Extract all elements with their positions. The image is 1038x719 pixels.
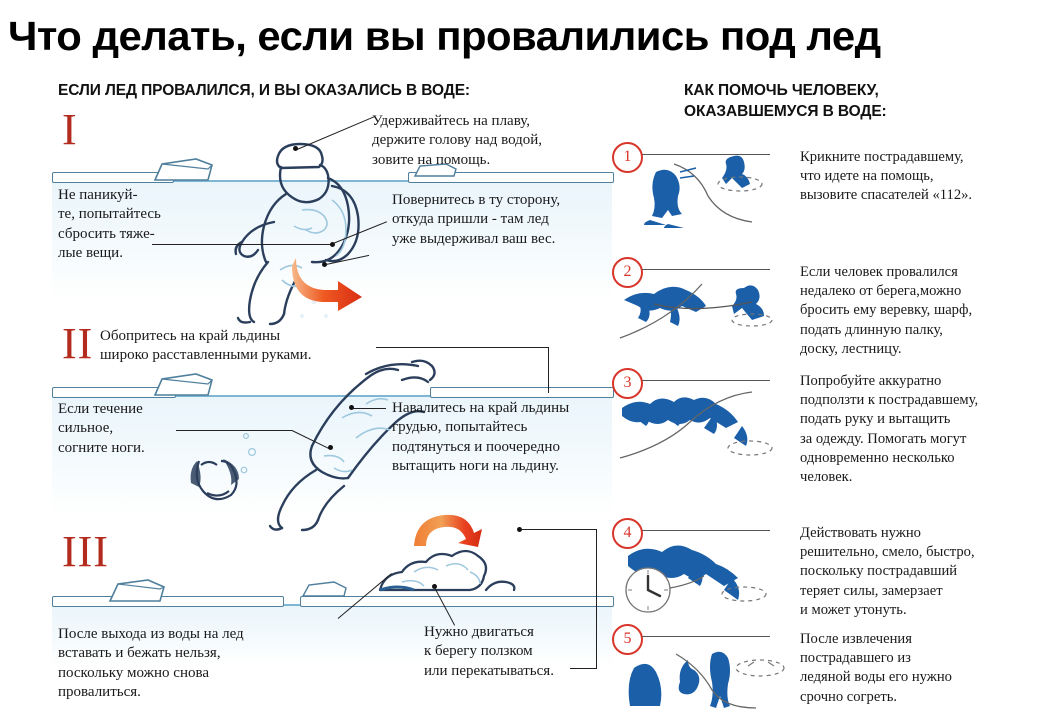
clock-icon bbox=[625, 567, 671, 613]
ice-chunk-3b bbox=[301, 581, 347, 597]
leader-dot-1c bbox=[322, 262, 327, 267]
step-1-illustration bbox=[644, 155, 763, 228]
ice-slab-right-1 bbox=[408, 172, 614, 183]
note-1-1: Не паникуй- те, попытайтесь сбросить тяж… bbox=[58, 187, 161, 262]
ice-chunk-1 bbox=[153, 158, 213, 181]
ice-slab-right-2 bbox=[430, 387, 614, 398]
leader-dot-1a bbox=[293, 146, 298, 151]
step-rule-3 bbox=[642, 380, 770, 382]
note-3-2: Нужно двигаться к берегу ползком или пер… bbox=[424, 624, 554, 679]
section-numeral-3: III bbox=[62, 527, 109, 576]
leader-line-1a bbox=[152, 244, 332, 245]
floating-object-icon bbox=[190, 459, 239, 501]
person-on-ice-edge-icon bbox=[268, 359, 436, 532]
leader-line-3d bbox=[570, 668, 596, 669]
note-2-1: Обопритесь на край льдины широко расстав… bbox=[100, 328, 312, 364]
step-4-illustration bbox=[625, 545, 767, 613]
leader-line-2d bbox=[376, 347, 548, 348]
curved-arrow-icon bbox=[292, 258, 362, 311]
step-2-illustration bbox=[619, 283, 773, 339]
water-area-3 bbox=[52, 605, 612, 665]
step-rule-5 bbox=[642, 636, 770, 638]
note-3-1: После выхода из воды на лед вставать и б… bbox=[58, 626, 244, 701]
step-text-4: Действовать нужно решительно, смело, быс… bbox=[800, 525, 975, 618]
leader-line-3b bbox=[521, 529, 597, 530]
section-numeral-2: II bbox=[62, 319, 94, 368]
step-3-illustration bbox=[619, 391, 773, 459]
step-number-1: 1 bbox=[612, 142, 643, 173]
step-rule-1 bbox=[642, 154, 770, 156]
waterline-2 bbox=[52, 395, 612, 397]
step-text-2: Если человек провалился недалеко от бере… bbox=[800, 264, 973, 357]
step-text-5: После извлечения пострадавшего из ледяно… bbox=[800, 631, 952, 705]
step-rule-4 bbox=[642, 530, 770, 532]
leader-dot-1b bbox=[330, 242, 335, 247]
step-number-2: 2 bbox=[612, 257, 643, 288]
ice-slab-left-3 bbox=[52, 596, 284, 607]
step-number-5: 5 bbox=[612, 624, 643, 655]
step-5-illustration bbox=[628, 651, 785, 709]
ice-slab-right-3 bbox=[300, 596, 614, 607]
step-text-3: Попробуйте аккуратно подползти к пострад… bbox=[800, 373, 979, 486]
note-2-2: Если течение сильное, согните ноги. bbox=[58, 401, 145, 456]
note-1-2: Удерживайтесь на плаву, держите голову н… bbox=[372, 113, 543, 168]
leader-line-3c bbox=[596, 529, 597, 669]
ice-chunk-3 bbox=[108, 579, 165, 602]
ice-chunk-2 bbox=[153, 373, 213, 396]
note-1-3: Повернитесь в ту сторону, откуда пришли … bbox=[392, 192, 561, 247]
step-number-4: 4 bbox=[612, 518, 643, 549]
arc-arrow-icon bbox=[414, 514, 482, 547]
leader-line-2e bbox=[548, 347, 549, 393]
note-2-3: Навалитесь на край льдины грудью, попыта… bbox=[392, 400, 570, 475]
section-numeral-1: I bbox=[62, 105, 78, 154]
bubbles-icon bbox=[240, 432, 257, 474]
leader-dot-3b bbox=[517, 527, 522, 532]
left-column-heading: ЕСЛИ ЛЕД ПРОВАЛИЛСЯ, И ВЫ ОКАЗАЛИСЬ В ВО… bbox=[58, 82, 470, 99]
leader-line-2a bbox=[176, 430, 292, 431]
step-text-1: Крикните пострадавшему, что идете на пом… bbox=[800, 149, 973, 204]
ice-chunk-1b bbox=[413, 163, 457, 177]
leader-dot-2b bbox=[349, 405, 354, 410]
leader-dot-2a bbox=[328, 445, 333, 450]
right-column-heading: КАК ПОМОЧЬ ЧЕЛОВЕКУ, ОКАЗАВШЕМУСЯ В ВОДЕ… bbox=[684, 82, 887, 120]
page-title: Что делать, если вы провалились под лед bbox=[8, 13, 881, 59]
step-number-3: 3 bbox=[612, 368, 643, 399]
step-rule-2 bbox=[642, 269, 770, 271]
person-crawling-icon bbox=[378, 549, 516, 592]
person-in-water-icon bbox=[234, 142, 360, 326]
leader-line-2c bbox=[352, 408, 386, 409]
